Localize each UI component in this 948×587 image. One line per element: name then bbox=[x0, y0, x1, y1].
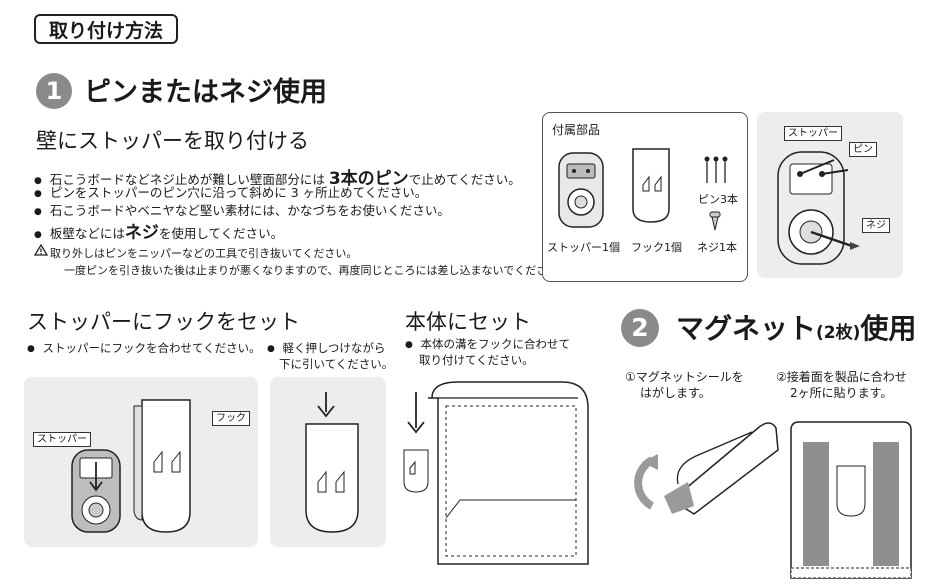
section2-title-suffix: 使用 bbox=[860, 312, 917, 345]
hook-caption: フック1個 bbox=[631, 241, 682, 254]
hook-bullet-2-line-2: 下に引いてください。 bbox=[279, 357, 394, 371]
bullet-4: 板壁などにはネジを使用してください。 bbox=[34, 218, 283, 243]
section2-title-main: マグネット bbox=[676, 312, 817, 345]
hook-bullet-1-text: ストッパーにフックを合わせてください。 bbox=[42, 341, 261, 355]
screw-part-icon bbox=[709, 211, 721, 231]
step1-line-1: ①マグネットシールを bbox=[625, 370, 744, 384]
step2-line-1: ②接着面を製品に合わせ bbox=[776, 370, 907, 384]
section2-title-paren: (2枚) bbox=[816, 323, 861, 343]
bullet-2-text: ピンをストッパーのピン穴に沿って斜めに 3 ヶ所止めてください。 bbox=[49, 185, 428, 200]
step-number-2: 2 bbox=[621, 309, 659, 347]
warning-line-2: 一度ピンを引き抜いた後は止まりが悪くなりますので、再度同じところには差し込まない… bbox=[64, 264, 570, 277]
hook-bullet-2: 軽く押しつけながら bbox=[267, 340, 386, 356]
hook-part-icon bbox=[632, 148, 670, 223]
step2-line-2: 2ヶ所に貼ります。 bbox=[790, 386, 893, 400]
main-body-illustration bbox=[403, 381, 589, 565]
section1-subtitle: 壁にストッパーを取り付ける bbox=[36, 129, 309, 153]
bullet-3: 石こうボードやベニヤなど堅い素材には、かなづちをお使いください。 bbox=[34, 200, 450, 219]
bullet-4-text: 板壁などには bbox=[49, 226, 125, 241]
section1-title: ピンまたはネジ使用 bbox=[84, 77, 327, 108]
warning-icon bbox=[33, 243, 49, 256]
install-label-stopper: ストッパー bbox=[784, 126, 842, 141]
install-label-pin: ピン bbox=[849, 142, 877, 157]
stopper-part-icon bbox=[558, 152, 604, 228]
label-hook: フック bbox=[212, 411, 250, 426]
section2-title: マグネット(2枚)使用 bbox=[676, 307, 916, 347]
stopper-install-illustration bbox=[777, 151, 860, 265]
body-bullet-line-2: 取り付けてください。 bbox=[419, 353, 534, 367]
install-label-screw: ネジ bbox=[862, 218, 890, 233]
bullet-4-emphasis: ネジ bbox=[124, 223, 159, 243]
step1-line-2: はがします。 bbox=[640, 386, 711, 400]
accessories-title: 付属部品 bbox=[552, 123, 601, 137]
pin-caption: ピン3本 bbox=[698, 193, 738, 206]
press-down-illustration bbox=[305, 392, 359, 533]
magnet-placement-illustration bbox=[790, 421, 912, 579]
bullet-1-text-end: で止めてください。 bbox=[408, 172, 521, 187]
hook-bullet-2-line-1: 軽く押しつけながら bbox=[282, 341, 386, 355]
bullet-4-text-end: を使用してください。 bbox=[158, 226, 284, 241]
hook-section-title: ストッパーにフックをセット bbox=[27, 310, 300, 334]
body-bullet-line-1: 本体の溝をフックに合わせて bbox=[420, 337, 571, 351]
step-number-1: 1 bbox=[36, 73, 72, 109]
hook-bullet-1: ストッパーにフックを合わせてください。 bbox=[27, 340, 261, 356]
warning-line-1: 取り外しはピンをニッパーなどの工具で引き抜いてください。 bbox=[50, 247, 358, 260]
stopper-hook-illustration bbox=[71, 399, 191, 533]
magnet-peel-illustration bbox=[634, 422, 779, 515]
pin-part-icon bbox=[704, 156, 728, 183]
stopper-caption: ストッパー1個 bbox=[547, 241, 620, 254]
body-section-title: 本体にセット bbox=[405, 310, 531, 334]
bullet-2: ピンをストッパーのピン穴に沿って斜めに 3 ヶ所止めてください。 bbox=[34, 182, 427, 201]
section-badge: 取り付け方法 bbox=[34, 14, 178, 44]
bullet-3-text: 石こうボードやベニヤなど堅い素材には、かなづちをお使いください。 bbox=[49, 203, 450, 218]
label-stopper: ストッパー bbox=[33, 432, 91, 447]
body-bullet: 本体の溝をフックに合わせて bbox=[405, 336, 571, 352]
screw-caption: ネジ1本 bbox=[697, 241, 737, 254]
